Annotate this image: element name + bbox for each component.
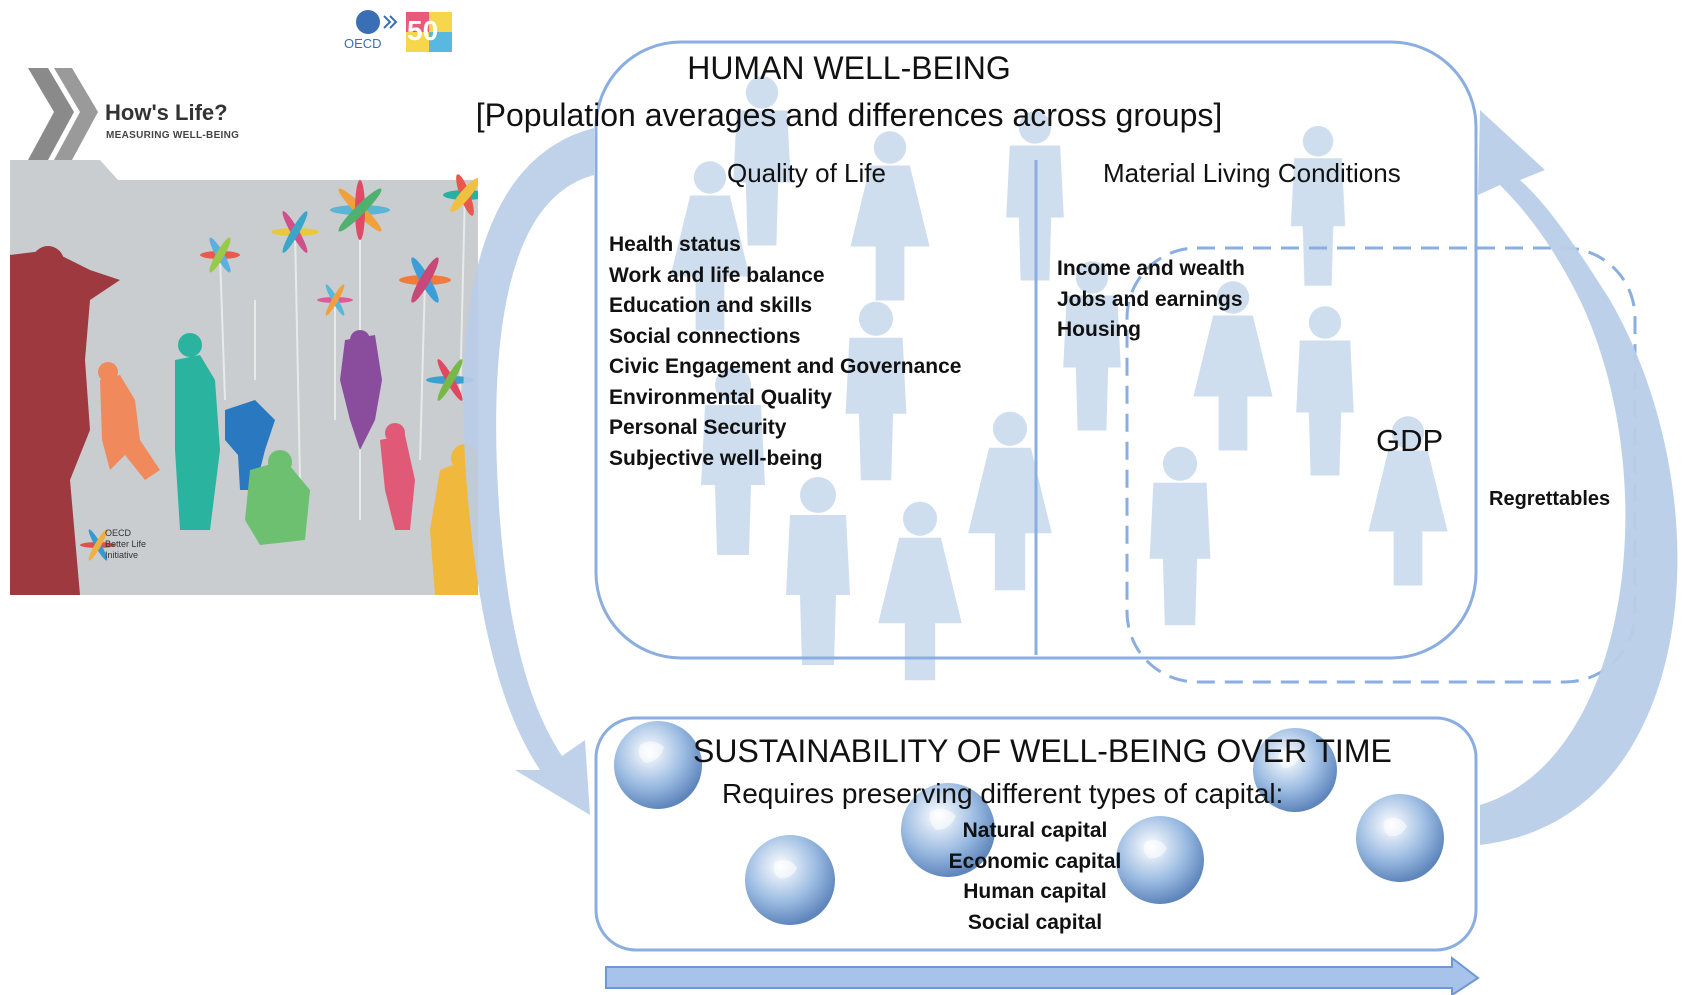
globe-icons xyxy=(614,721,1444,925)
gdp-label: GDP xyxy=(1376,423,1444,458)
right-curved-arrow xyxy=(1478,110,1678,845)
oecd-logo-text: OECD xyxy=(344,36,382,51)
material-living-heading: Material Living Conditions xyxy=(1103,158,1401,188)
cover-graphics xyxy=(10,68,478,595)
list-item: Human capital xyxy=(963,880,1107,903)
chevron-icon xyxy=(54,68,98,160)
list-item: Social capital xyxy=(967,910,1103,934)
list-item: Education and skills xyxy=(609,294,813,317)
list-item: Personal Security xyxy=(609,416,787,439)
list-item: Subjective well-being xyxy=(609,446,823,470)
wellbeing-title: HUMAN WELL-BEING xyxy=(687,50,1011,86)
anniversary-number: 50 xyxy=(407,15,439,46)
wellbeing-box xyxy=(594,40,1478,660)
list-item: Housing xyxy=(1057,318,1141,341)
list-item: Economic capital xyxy=(948,849,1122,873)
list-item: Natural capital xyxy=(962,819,1108,842)
capital-list: Natural capital Economic capital Human c… xyxy=(935,816,1135,938)
list-item: Social connections xyxy=(609,324,801,348)
list-item: Income and wealth xyxy=(1057,257,1245,280)
sustainability-box xyxy=(594,716,1478,952)
list-item: Work and life balance xyxy=(609,263,825,287)
people-silhouettes xyxy=(10,246,478,595)
left-curved-arrow xyxy=(463,128,594,815)
chevron-icon xyxy=(28,68,74,160)
better-life-initiative-label: OECD Better Life Initiative xyxy=(105,528,146,561)
initiative-line: Better Life xyxy=(105,539,147,549)
list-item: Environmental Quality xyxy=(609,385,832,409)
time-arrow xyxy=(605,955,1480,995)
cover-title: How's Life? xyxy=(105,100,228,125)
cover-subtitle: MEASURING WELL-BEING xyxy=(106,130,240,141)
quality-of-life-heading: Quality of Life xyxy=(727,158,886,188)
quality-of-life-list: Health status Work and life balance Educ… xyxy=(609,230,961,474)
wellbeing-subtitle: [Population averages and differences acr… xyxy=(475,97,1223,133)
material-living-list: Income and wealth Jobs and earnings Hous… xyxy=(1057,254,1245,346)
sustainability-subtitle: Requires preserving different types of c… xyxy=(722,778,1284,809)
initiative-line: Initiative xyxy=(105,550,139,560)
book-cover: OECD 50 How's Life? MEASURING WELL-BEING… xyxy=(10,0,478,595)
initiative-line: OECD xyxy=(105,528,132,538)
list-item: Civic Engagement and Governance xyxy=(609,355,962,378)
list-item: Health status xyxy=(609,233,741,256)
flower-icon xyxy=(80,174,478,561)
regrettables-label: Regrettables xyxy=(1489,488,1611,510)
oecd-logo xyxy=(356,10,452,52)
list-item: Jobs and earnings xyxy=(1057,287,1243,311)
sustainability-title: SUSTAINABILITY OF WELL-BEING OVER TIME xyxy=(693,733,1392,769)
